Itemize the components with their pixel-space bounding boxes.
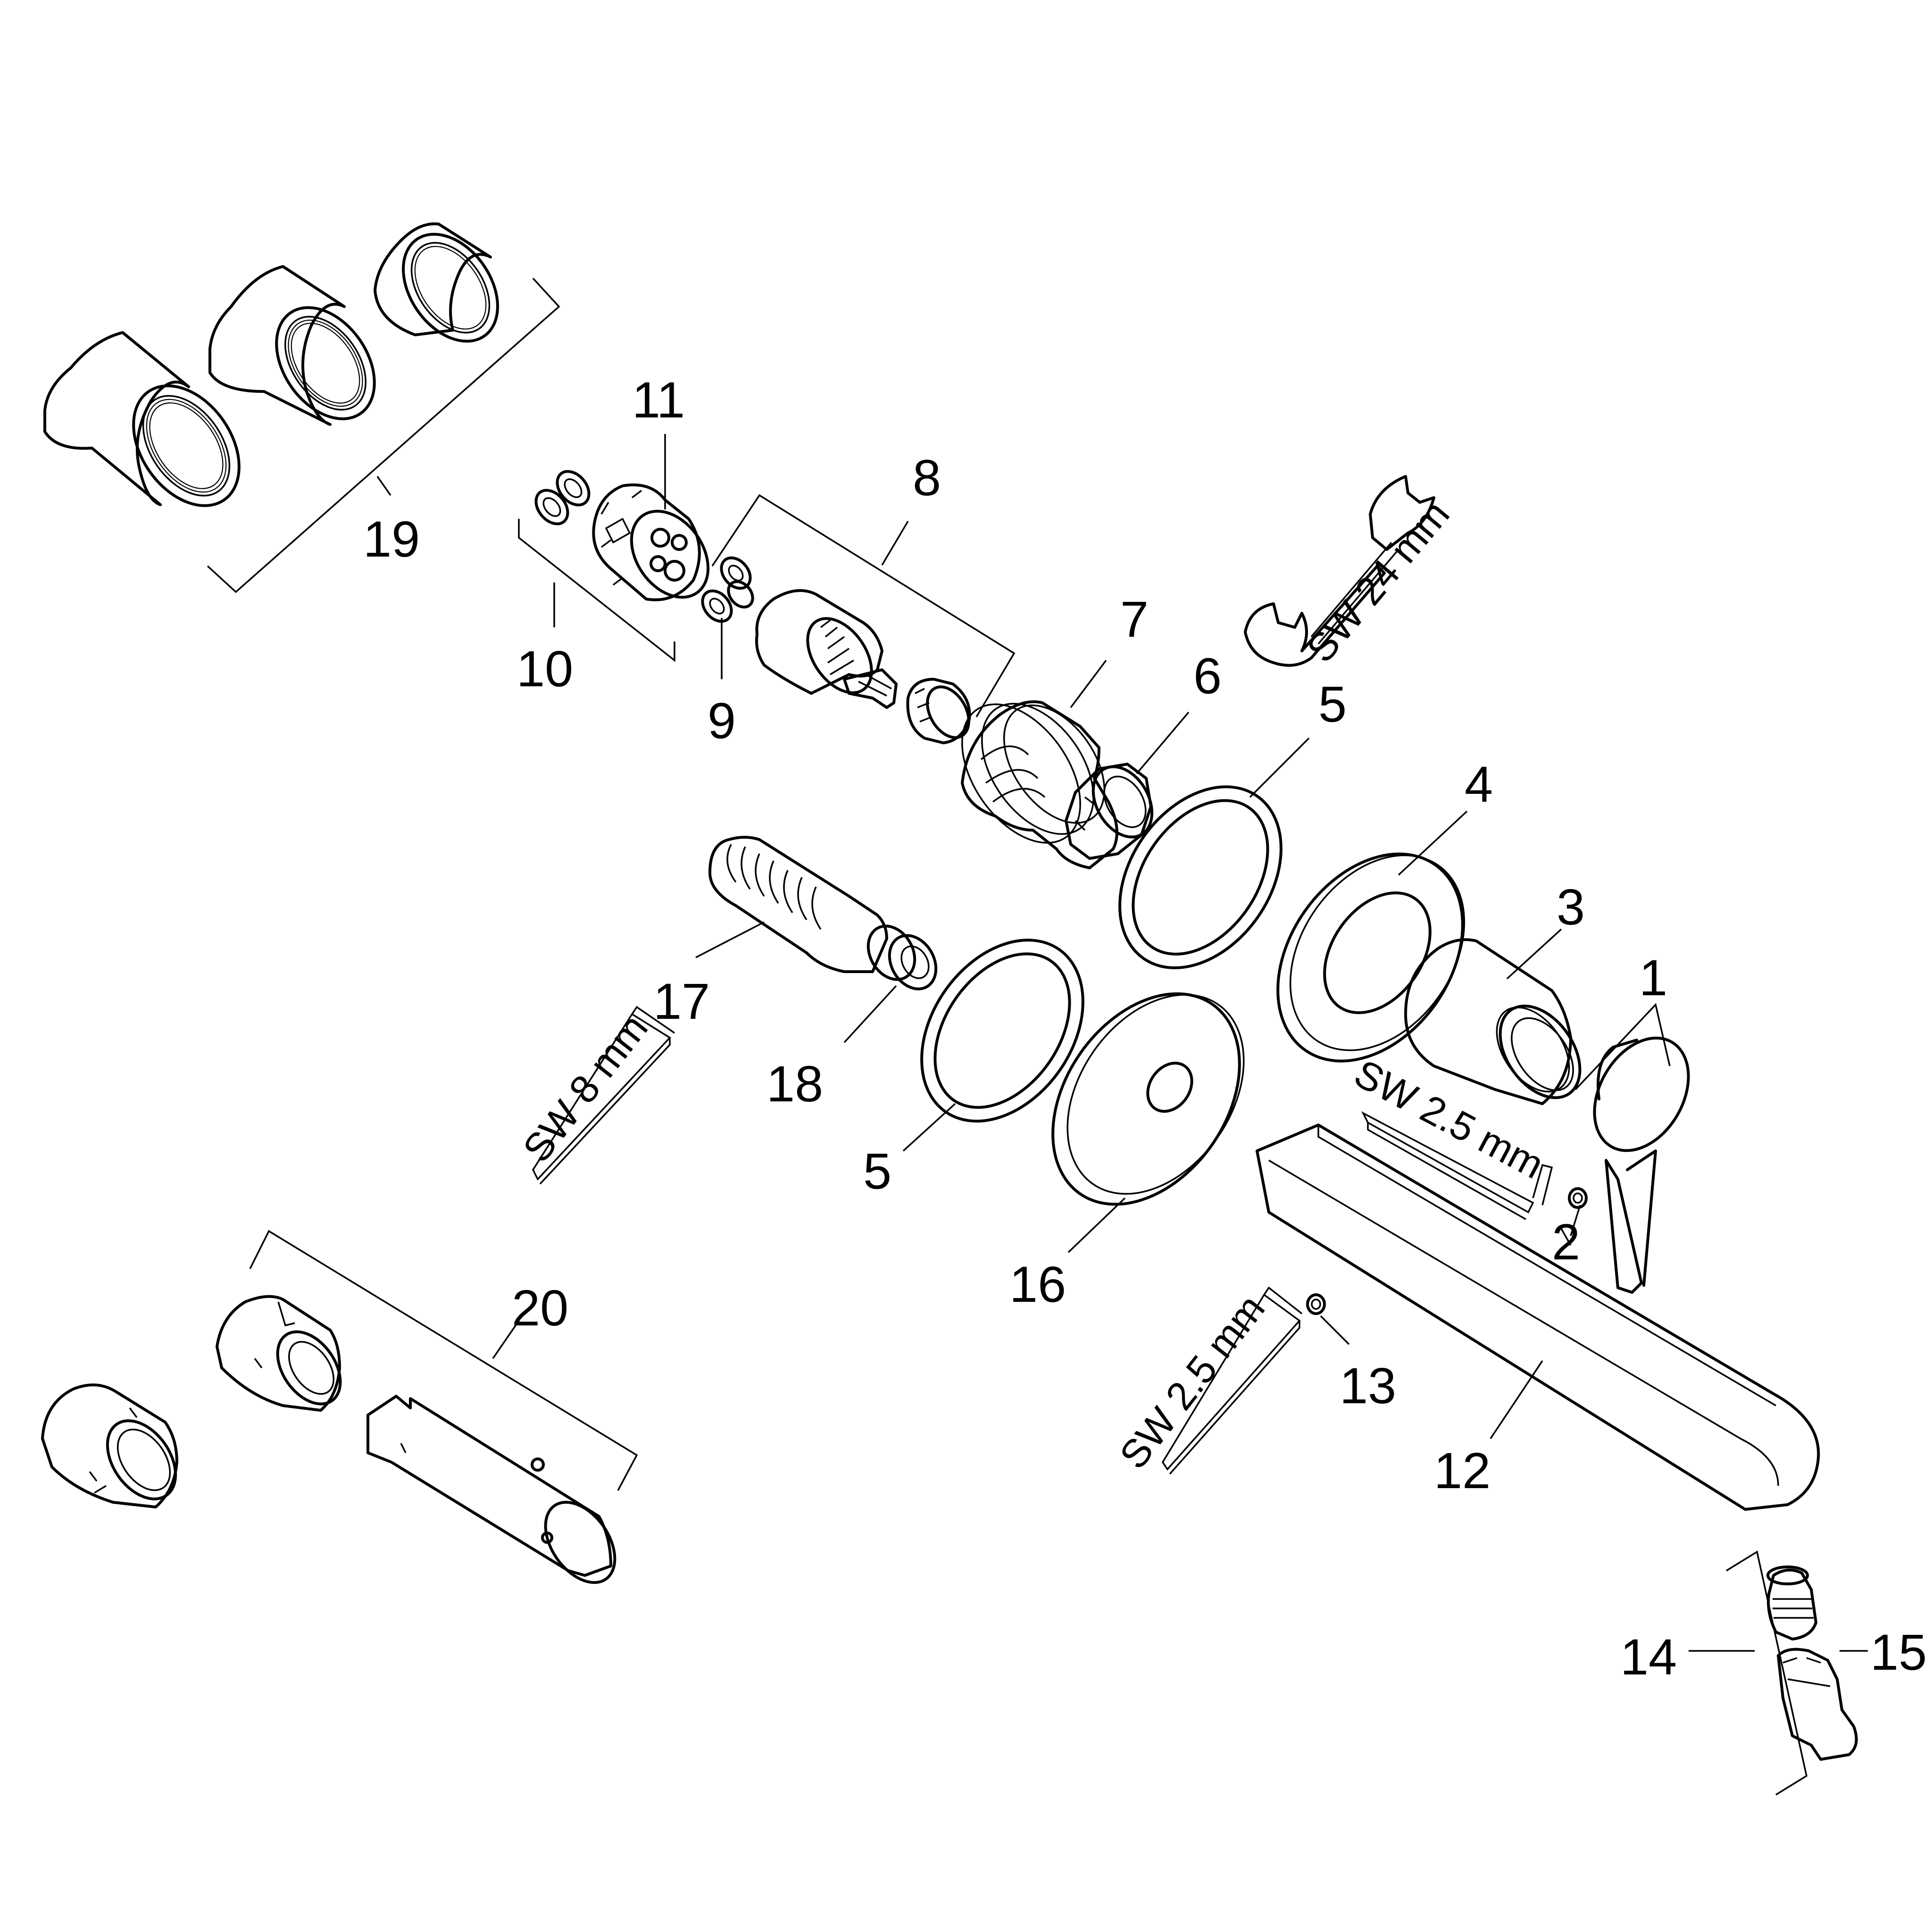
- callout-14: 14: [1620, 1628, 1677, 1685]
- callout-4: 4: [1465, 756, 1493, 813]
- part-10-11-cartridge-base: 11 10: [516, 371, 710, 697]
- sleeve-large: [43, 331, 241, 507]
- part-4-rosette: 4: [1276, 756, 1493, 1063]
- bracket-20: [249, 1230, 638, 1491]
- wrench-24mm-label: SW 24 mm: [1298, 492, 1458, 671]
- sleeve-short: [374, 222, 499, 343]
- callout-6: 6: [1193, 647, 1222, 704]
- callout-11: 11: [632, 371, 685, 428]
- callout-19: 19: [363, 510, 420, 567]
- callout-5-upper: 5: [1318, 675, 1347, 733]
- callout-5-lower: 5: [863, 1142, 891, 1199]
- callout-17: 17: [653, 973, 710, 1030]
- sleeve-medium: [208, 265, 376, 426]
- part-14-15-aerator: 14 15: [1620, 1550, 1927, 1796]
- callout-8: 8: [913, 449, 941, 506]
- part-8-cartridge: 8: [711, 449, 1016, 744]
- part-9-seal: 9: [701, 556, 754, 749]
- bracket-10: [518, 519, 675, 662]
- part-5-seal-ring-lower: 5: [863, 939, 1084, 1199]
- callout-9: 9: [708, 692, 736, 749]
- callout-3: 3: [1557, 878, 1585, 935]
- bracket-14: [1726, 1550, 1807, 1796]
- callout-20: 20: [512, 1279, 568, 1336]
- part-6-hex-nut: 6: [1065, 647, 1222, 860]
- callout-7: 7: [1120, 591, 1149, 648]
- callout-16: 16: [1009, 1256, 1066, 1313]
- callout-15: 15: [1870, 1624, 1927, 1681]
- tool-allen-key-8mm: SW 8 mm: [514, 1006, 675, 1185]
- callout-18: 18: [766, 1055, 823, 1112]
- tool-wrench-24mm: SW 24 mm: [1244, 475, 1458, 671]
- part-12-spout: 12: [1256, 1124, 1820, 1511]
- bracket-19: [207, 277, 560, 593]
- part-19-extension-sleeves: 19: [43, 222, 560, 593]
- part-3-handle-sleeve: 3: [1404, 878, 1585, 1105]
- part-13-grub-screw: 13: [1306, 1293, 1396, 1414]
- callout-1: 1: [1639, 949, 1667, 1006]
- part-2-grub-screw: 2: [1552, 1187, 1588, 1270]
- part-20-installation-set: 20: [41, 1230, 638, 1584]
- part-7-valve-body: 7: [961, 591, 1149, 869]
- part-17-18-extension-spindle: 17 18: [653, 836, 938, 1112]
- callout-13: 13: [1340, 1357, 1396, 1414]
- part-5-seal-ring-upper: 5: [1118, 675, 1347, 969]
- callout-10: 10: [516, 640, 573, 697]
- tool-allen-key-25mm-spout: SW 2.5 mm: [1111, 1286, 1303, 1477]
- part-1-handle: 1: [1574, 949, 1690, 1294]
- callout-12: 12: [1434, 1442, 1491, 1499]
- allen-8mm-label: SW 8 mm: [514, 1006, 656, 1170]
- callout-2: 2: [1552, 1213, 1580, 1270]
- part-16-cover-plate: 16: [1009, 992, 1245, 1313]
- tool-allen-key-25mm-handle: SW 2.5 mm: [1348, 1051, 1553, 1220]
- bracket-8: [711, 494, 1016, 717]
